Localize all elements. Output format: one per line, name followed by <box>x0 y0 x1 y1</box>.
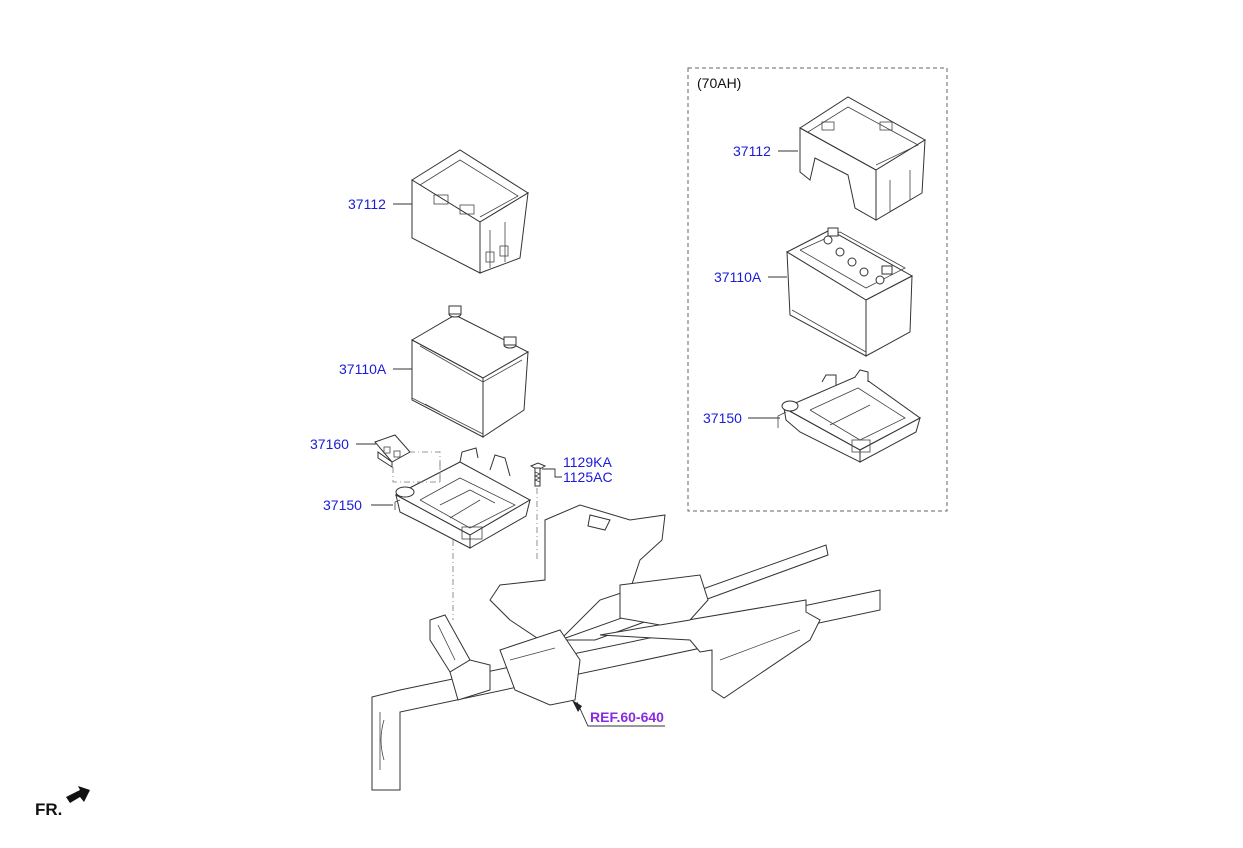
clamp-illustration <box>374 434 411 468</box>
variant-part-number-battery[interactable]: 37110A <box>714 269 762 285</box>
reference-link[interactable]: REF.60-640 <box>590 709 664 725</box>
part-number-bolt-b[interactable]: 1125AC <box>563 469 613 485</box>
front-arrow-icon <box>66 786 90 803</box>
variant-tray-cover-illustration <box>799 96 926 221</box>
part-number-bolt-a[interactable]: 1129KA <box>563 454 612 470</box>
variant-box <box>687 67 948 512</box>
battery-illustration <box>410 305 530 438</box>
front-direction-label: FR. <box>35 800 63 819</box>
variant-label: (70AH) <box>697 75 742 91</box>
variant-part-number-tray[interactable]: 37150 <box>703 410 742 426</box>
variant-battery-illustration <box>785 227 914 357</box>
part-number-clamp[interactable]: 37160 <box>310 436 349 452</box>
body-structure-illustration <box>371 504 881 791</box>
ref-arrowhead <box>572 700 582 712</box>
variant-tray-illustration <box>777 369 921 463</box>
part-number-tray[interactable]: 37150 <box>323 497 362 513</box>
part-number-battery[interactable]: 37110A <box>339 361 387 377</box>
bolt-illustration <box>529 462 547 487</box>
variant-part-number-tray-cover[interactable]: 37112 <box>733 143 771 159</box>
tray-illustration <box>394 447 532 549</box>
leader-ref <box>576 701 665 727</box>
tray-cover-illustration <box>411 149 529 274</box>
leader-bolts <box>542 468 562 478</box>
part-number-tray-cover[interactable]: 37112 <box>348 196 386 212</box>
